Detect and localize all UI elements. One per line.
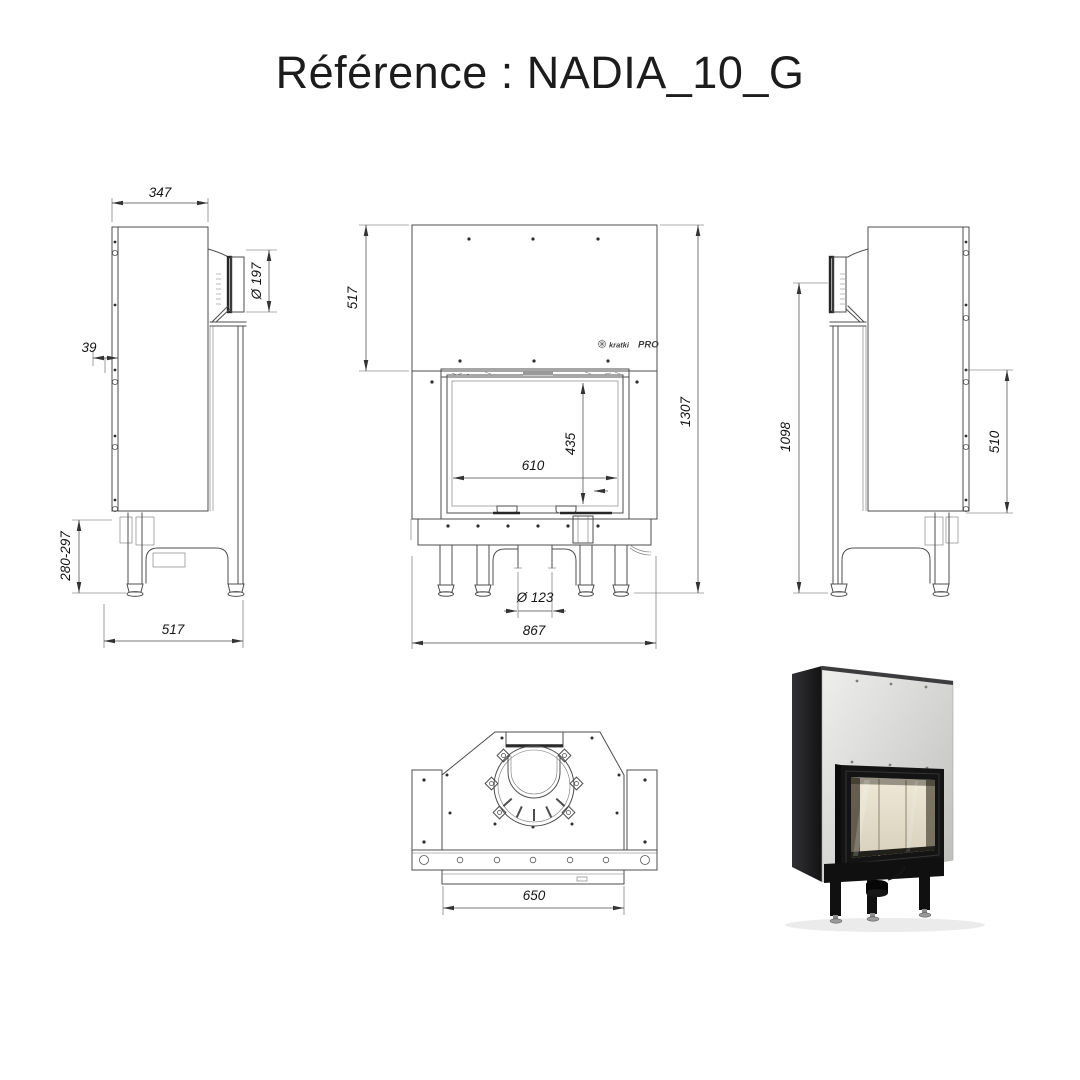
dim-total-width: 867: [411, 556, 657, 649]
side-view-left: 347 Ø 197 39 280-297 517: [58, 185, 277, 648]
dim-depth: 517: [103, 600, 244, 648]
dim-glass-height: 435: [563, 383, 586, 504]
front-screws: [850, 679, 929, 770]
base-and-legs: [830, 512, 959, 597]
brand-series: PRO: [638, 340, 659, 351]
dim-label-base-height: 280-297: [58, 531, 73, 582]
photo-base-frame: [824, 858, 944, 883]
dim-base-width: 650: [442, 886, 625, 915]
side-flange-right: [626, 769, 658, 851]
fireplace-top-edge: [822, 666, 953, 685]
photo-door-glass: [851, 777, 935, 858]
damper-box: [572, 515, 594, 544]
front-legs: [437, 544, 630, 597]
photo-feet: [829, 909, 932, 924]
product-photo: [785, 665, 985, 932]
front-base-and-legs: [410, 515, 652, 597]
dim-label-base-width: 650: [523, 888, 546, 903]
dim-top-width: 347: [111, 185, 209, 222]
glass-door: [440, 368, 630, 520]
bottom-view: 650: [411, 731, 658, 915]
flue-collar-top: [484, 731, 584, 827]
rear-panel: [962, 226, 970, 512]
dim-label-glass-height: 435: [563, 432, 578, 455]
hood-screws: [430, 237, 639, 384]
rear-panel-bolts: [112, 240, 119, 512]
dim-label-top-width: 347: [149, 185, 172, 200]
dim-label-hood-height: 517: [345, 286, 360, 309]
dim-label-total-height: 1307: [678, 396, 693, 427]
brand-name: kratki: [609, 341, 630, 350]
photo-shadow: [785, 918, 985, 932]
flue-marking: [840, 273, 845, 305]
dim-rear-offset: 39: [81, 340, 118, 373]
rear-panel-bolts: [963, 240, 970, 512]
dim-label-air-inlet: Ø 123: [516, 590, 554, 605]
dim-label-glass-width: 610: [522, 458, 545, 473]
dim-label-total-width: 867: [523, 623, 546, 638]
brand-logo: kratki PRO: [597, 339, 659, 351]
flue-outlet: [207, 248, 247, 327]
body-outline: [867, 226, 964, 512]
dim-label-flue-axis-height: 1098: [778, 421, 793, 452]
dim-flue-diameter: Ø 197: [246, 249, 277, 313]
side-view-right: 1098 510: [778, 226, 1013, 597]
dim-label-rear-panel-height: 510: [987, 430, 1002, 453]
dim-hood-height: 517: [345, 224, 409, 372]
dim-base-height: 280-297: [58, 519, 126, 594]
flue-outlet: [828, 248, 869, 327]
body-outline: [117, 226, 209, 512]
front-view: kratki PRO: [345, 224, 704, 649]
door-glass: [451, 380, 619, 507]
collar-spokes: [502, 797, 566, 821]
base-and-legs: [119, 512, 245, 597]
dim-air-inlet: Ø 123: [504, 572, 566, 618]
dim-total-height: 1307: [634, 224, 704, 594]
dim-label-rear-offset: 39: [81, 340, 97, 355]
door-frame-return: [835, 764, 841, 871]
collar-bolt-tabs: [484, 748, 584, 820]
glass-reflection: [853, 780, 870, 856]
flue-marking: [216, 273, 221, 305]
front-rail: [411, 849, 658, 885]
top-plate: [441, 731, 625, 851]
dim-glass-width: 610: [453, 458, 617, 494]
fireplace-side-panel: [792, 666, 822, 882]
dim-flue-axis-height: 1098: [778, 282, 828, 594]
dim-rear-panel-height: 510: [966, 369, 1013, 514]
dim-label-flue-diameter: Ø 197: [249, 262, 264, 300]
page-title: Référence : NADIA_10_G: [275, 47, 805, 98]
dim-label-depth: 517: [162, 622, 185, 637]
side-flange-left: [411, 769, 443, 851]
